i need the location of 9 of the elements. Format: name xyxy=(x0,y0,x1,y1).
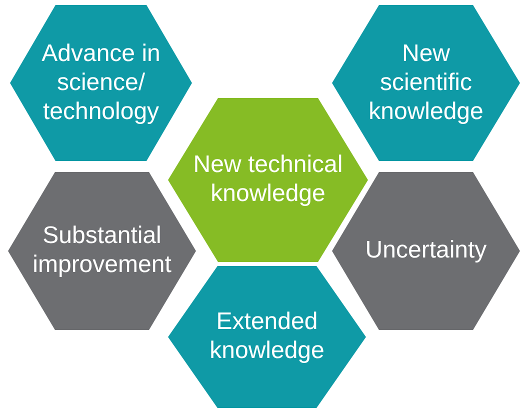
hexagon-label: Substantial improvement xyxy=(32,222,172,280)
hexagon xyxy=(332,172,520,330)
hexagon-label: New technical knowledge xyxy=(192,151,344,209)
hexagon-label: Uncertainty xyxy=(364,236,488,266)
hexagon-label: New scientific knowledge xyxy=(368,40,484,126)
hexagon xyxy=(8,172,196,330)
hexagon-label: Extended knowledge xyxy=(208,308,326,366)
hexagon xyxy=(10,5,192,161)
hexagon-label: Advance in science/ technology xyxy=(40,40,162,126)
